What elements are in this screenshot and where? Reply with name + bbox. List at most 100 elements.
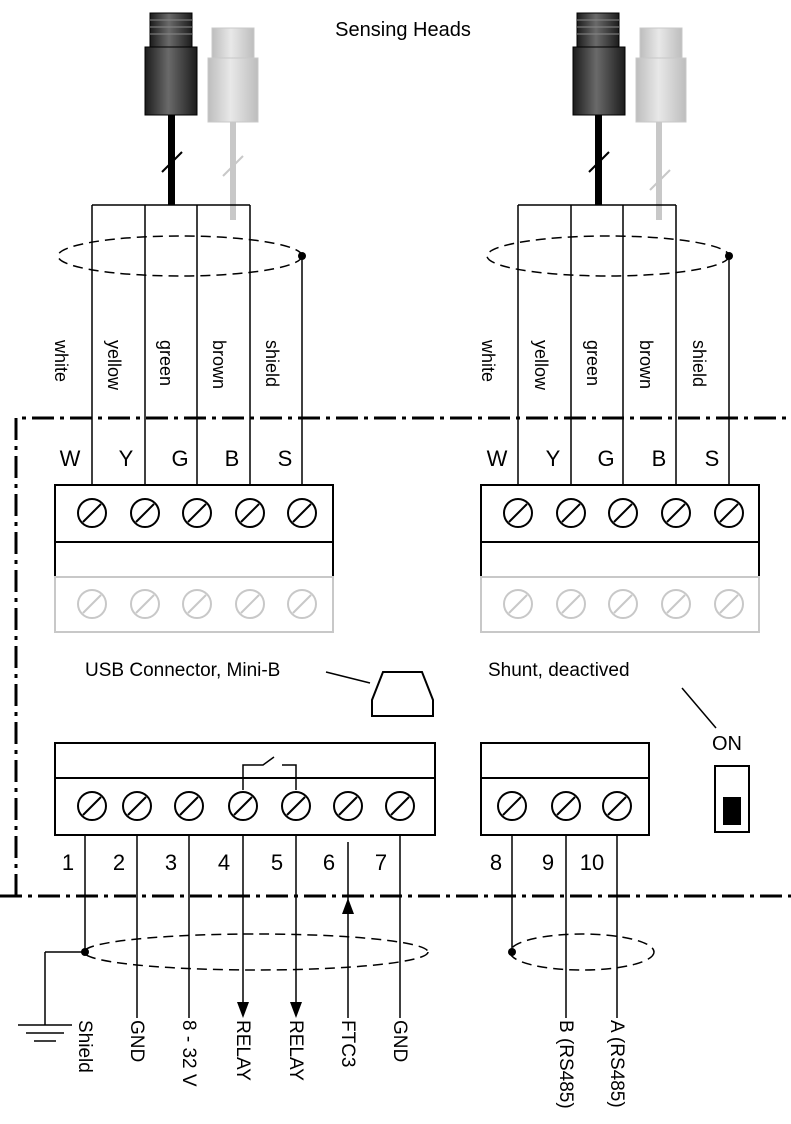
terminal-screw-icon xyxy=(503,589,533,619)
terminal-letter-w: W xyxy=(487,446,508,471)
terminal-number-4: 4 xyxy=(218,850,230,875)
bottom-wires xyxy=(44,835,618,1025)
terminal-screw-icon xyxy=(174,791,204,821)
wire-label-yellow: yellow xyxy=(531,340,551,391)
terminal-screw-icon xyxy=(385,791,415,821)
wire-label-green: green xyxy=(156,340,176,386)
terminal-block-right xyxy=(480,484,760,633)
terminal-number-5: 5 xyxy=(271,850,283,875)
terminal-number-10: 10 xyxy=(580,850,604,875)
terminal-screw-icon xyxy=(551,791,581,821)
terminal-letter-b: B xyxy=(225,446,240,471)
terminal-screw-icon xyxy=(602,791,632,821)
relay-out-arrow-icon xyxy=(237,1002,249,1018)
terminal-letter-y: Y xyxy=(119,446,134,471)
diagram-title: Sensing Heads xyxy=(335,19,471,41)
terminal-screw-icon xyxy=(281,791,311,821)
ground-icon xyxy=(18,1024,72,1042)
shunt-label: Shunt, deactived xyxy=(488,660,630,681)
terminal-letters-left: W Y G B S xyxy=(60,446,293,471)
terminal-letter-g: G xyxy=(171,446,188,471)
wire-label-white: white xyxy=(51,339,71,382)
wire-label-yellow: yellow xyxy=(104,340,124,391)
terminal-screw-icon xyxy=(287,589,317,619)
terminal-screw-icon xyxy=(228,791,258,821)
terminal-screw-icon xyxy=(182,589,212,619)
wire-labels-left: white yellow green brown shield xyxy=(51,339,282,391)
terminal-screw-icon xyxy=(77,791,107,821)
label-rs485-a: A (RS485) xyxy=(606,1020,627,1108)
terminal-number-9: 9 xyxy=(542,850,554,875)
terminal-screw-icon xyxy=(714,498,744,528)
terminal-number-7: 7 xyxy=(375,850,387,875)
wire-label-brown: brown xyxy=(636,340,656,389)
terminal-number-6: 6 xyxy=(323,850,335,875)
terminal-letter-b: B xyxy=(652,446,667,471)
wire-label-shield: shield xyxy=(689,340,709,387)
terminal-number-1: 1 xyxy=(62,850,74,875)
usb-connector-icon xyxy=(371,671,434,717)
sensor-head-ghost-left xyxy=(207,27,259,220)
terminal-screw-icon xyxy=(333,791,363,821)
terminal-screw-icon xyxy=(182,498,212,528)
terminal-letters-right: W Y G B S xyxy=(487,446,720,471)
terminal-number-3: 3 xyxy=(165,850,177,875)
sensor-head-left xyxy=(144,12,198,205)
wire-label-brown: brown xyxy=(209,340,229,389)
terminal-screw-icon xyxy=(661,589,691,619)
terminal-screw-icon xyxy=(497,791,527,821)
terminal-number-8: 8 xyxy=(490,850,502,875)
terminal-screw-icon xyxy=(122,791,152,821)
terminal-screw-icon xyxy=(608,589,638,619)
terminal-screw-icon xyxy=(130,498,160,528)
terminal-screw-icon xyxy=(556,589,586,619)
terminal-letter-y: Y xyxy=(546,446,561,471)
terminal-block-left xyxy=(54,484,334,633)
terminal-letter-s: S xyxy=(705,446,720,471)
terminal-screw-icon xyxy=(235,498,265,528)
terminal-letter-s: S xyxy=(278,446,293,471)
label-gnd: GND xyxy=(389,1020,410,1062)
terminal-screw-icon xyxy=(714,589,744,619)
bottom-labels: Shield GND 8 - 32 V RELAY RELAY FTC3 GND… xyxy=(74,1020,627,1109)
terminal-screw-icon xyxy=(77,498,107,528)
terminal-screw-icon xyxy=(503,498,533,528)
sensor-head-ghost-right xyxy=(635,27,687,220)
ftc3-in-arrow-icon xyxy=(342,898,354,914)
label-gnd: GND xyxy=(126,1020,147,1062)
relay-contact-icon xyxy=(242,756,297,778)
dip-switch xyxy=(714,765,750,833)
wire-label-green: green xyxy=(583,340,603,386)
terminal-screw-icon xyxy=(608,498,638,528)
switch-on-label: ON xyxy=(712,733,742,755)
terminal-screw-icon xyxy=(287,498,317,528)
terminal-letter-g: G xyxy=(597,446,614,471)
terminal-screw-icon xyxy=(77,589,107,619)
label-supply-voltage: 8 - 32 V xyxy=(178,1020,199,1087)
usb-connector-label: USB Connector, Mini-B xyxy=(85,660,280,681)
label-shield: Shield xyxy=(74,1020,95,1073)
terminal-letter-w: W xyxy=(60,446,81,471)
sensor-head-right xyxy=(572,12,626,205)
housing-outline xyxy=(0,416,791,898)
signal-arrows xyxy=(237,898,354,1018)
terminal-block-bottom-rs485 xyxy=(480,742,650,836)
label-rs485-b: B (RS485) xyxy=(555,1020,576,1109)
terminal-numbers: 1 2 3 4 5 6 7 8 9 10 xyxy=(62,850,604,875)
wire-label-white: white xyxy=(478,339,498,382)
sensing-head-right xyxy=(486,12,733,485)
wire-labels-right: white yellow green brown shield xyxy=(478,339,709,391)
wire-label-shield: shield xyxy=(262,340,282,387)
label-ftc3: FTC3 xyxy=(337,1020,358,1068)
terminal-block-bottom-main xyxy=(54,742,436,836)
terminal-screw-icon xyxy=(235,589,265,619)
sensing-head-left xyxy=(57,12,306,485)
terminal-number-2: 2 xyxy=(113,850,125,875)
relay-out-arrow-icon xyxy=(290,1002,302,1018)
terminal-screw-icon xyxy=(130,589,160,619)
label-relay: RELAY xyxy=(285,1020,306,1081)
terminal-screw-icon xyxy=(556,498,586,528)
label-relay: RELAY xyxy=(232,1020,253,1081)
terminal-screw-icon xyxy=(661,498,691,528)
